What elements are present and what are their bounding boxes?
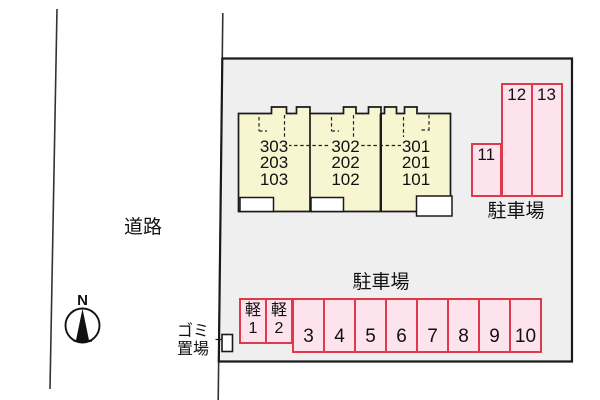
room-number: 103 — [258, 170, 290, 190]
bottom-parking-row: 3 4 5 6 7 8 9 10 — [292, 298, 542, 353]
parking-space-4: 4 — [323, 298, 356, 353]
unit-3-rooms: 301 201 101 — [381, 136, 451, 190]
unit-1-rooms: 303 203 103 — [238, 136, 310, 190]
bottom-lot-label: 駐車場 — [352, 271, 410, 293]
parking-space-6: 6 — [385, 298, 418, 353]
kei-number: 1 — [248, 319, 258, 337]
parking-space-10: 10 — [509, 298, 542, 353]
garbage-box — [221, 333, 234, 353]
north-compass-icon — [64, 307, 101, 344]
parking-space-11: 11 — [471, 142, 502, 197]
parking-space-12: 12 — [501, 82, 533, 197]
road-label: 道路 — [123, 217, 162, 238]
parking-space-5: 5 — [354, 298, 387, 353]
porch-unit-3 — [415, 195, 453, 217]
garbage-label-line2: 置場 — [176, 340, 209, 358]
kei-number: 2 — [274, 319, 284, 337]
garbage-label: ゴミ 置場 — [167, 323, 219, 358]
porch-unit-1 — [239, 196, 275, 213]
kei-type: 軽 — [244, 302, 261, 319]
room-number: 102 — [330, 170, 361, 190]
garbage-label-line1: ゴミ — [176, 323, 209, 340]
road-left-line — [49, 8, 58, 390]
parking-space-8: 8 — [447, 298, 480, 353]
room-number: 303 — [258, 136, 290, 156]
porch-unit-2 — [310, 196, 345, 213]
right-lot-label: 駐車場 — [487, 201, 545, 222]
parking-space-kei-2: 軽 2 — [265, 298, 293, 344]
room-number: 301 — [400, 136, 432, 156]
room-number: 202 — [330, 153, 361, 173]
parking-space-13: 13 — [530, 82, 563, 197]
parking-space-7: 7 — [416, 298, 449, 353]
north-label: N — [77, 292, 88, 309]
parking-space-9: 9 — [478, 298, 511, 353]
room-number: 201 — [400, 153, 432, 173]
room-number: 203 — [258, 153, 290, 173]
unit-2-rooms: 302 202 102 — [310, 136, 381, 190]
parking-space-3: 3 — [292, 298, 325, 353]
room-number: 101 — [400, 170, 432, 190]
parking-space-kei-1: 軽 1 — [239, 298, 267, 344]
kei-type: 軽 — [270, 302, 287, 319]
room-number: 302 — [330, 136, 361, 156]
